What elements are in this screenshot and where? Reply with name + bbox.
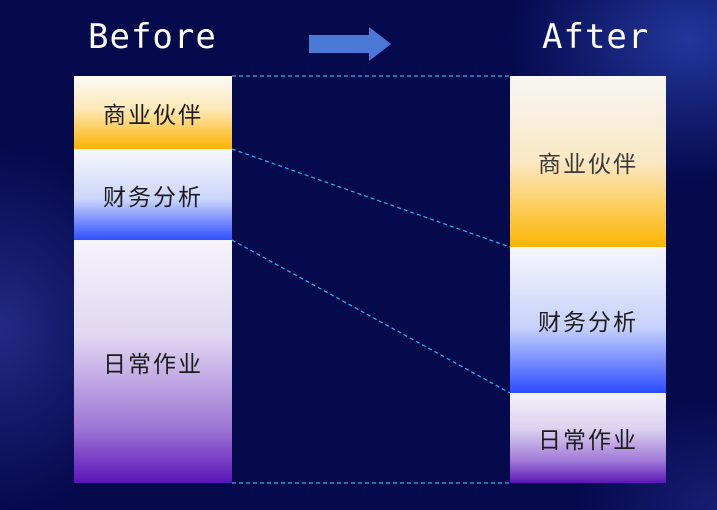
before-label-finance: 财务分析	[103, 184, 203, 211]
before-block-finance: 财务分析	[74, 149, 232, 240]
before-block-partners: 商业伙伴	[74, 76, 232, 149]
connector-line-finance-daily	[231, 239, 511, 394]
right-arrow-icon	[309, 27, 391, 61]
after-block-partners: 商业伙伴	[510, 76, 666, 247]
before-block-daily: 日常作业	[74, 240, 232, 483]
after-label-finance: 财务分析	[538, 310, 638, 336]
after-label-daily: 日常作业	[538, 428, 638, 454]
after-block-daily: 日常作业	[510, 393, 666, 483]
after-block-finance: 财务分析	[510, 247, 666, 393]
connector-line-partners-finance	[231, 148, 511, 248]
before-label-daily: 日常作业	[103, 351, 203, 378]
after-title: After	[542, 17, 650, 57]
before-title: Before	[88, 17, 217, 57]
after-label-partners: 商业伙伴	[538, 151, 638, 178]
before-label-partners: 商业伙伴	[103, 102, 203, 129]
